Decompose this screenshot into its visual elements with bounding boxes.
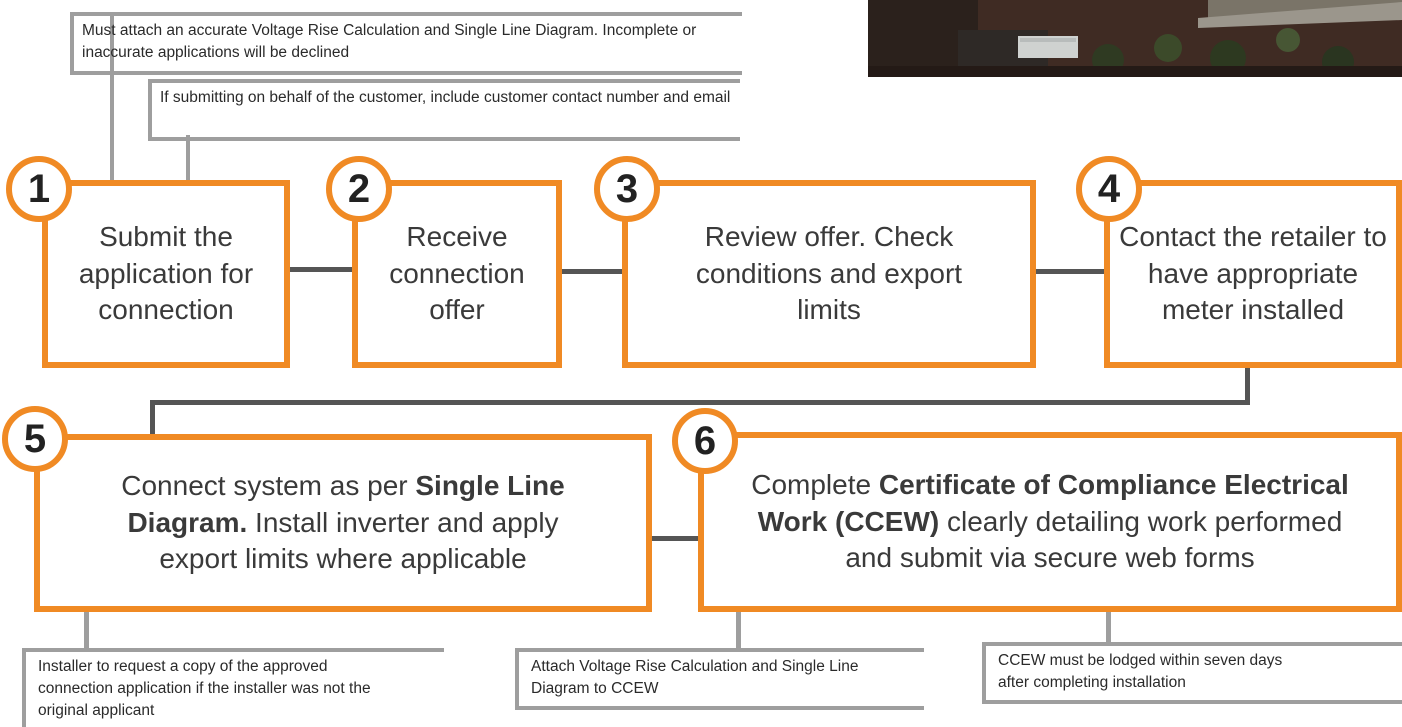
step-1-badge: 1 xyxy=(6,156,72,222)
note-customer-contact: If submitting on behalf of the customer,… xyxy=(148,79,740,141)
house-photo xyxy=(868,0,1402,77)
note2-text: If submitting on behalf of the customer,… xyxy=(160,89,731,106)
connector-to-5 xyxy=(150,400,155,438)
step-5-text-post: Install inverter and apply export limits… xyxy=(159,506,559,575)
connector-4-down xyxy=(1245,364,1250,404)
step-6-text-pre: Complete xyxy=(751,468,879,500)
step-6-badge: 6 xyxy=(672,408,738,474)
step-4-text: Contact the retailer to have appropriate… xyxy=(1119,220,1387,326)
note3-leader xyxy=(84,612,89,652)
connector-5-6 xyxy=(650,536,702,541)
step-4-box: Contact the retailer to have appropriate… xyxy=(1104,180,1402,368)
step-4-number: 4 xyxy=(1097,166,1121,211)
note-ccew-lodge-deadline: CCEW must be lodged within seven days af… xyxy=(982,642,1402,704)
step-6-text-post: clearly detailing work performed and sub… xyxy=(845,505,1343,574)
note1-leader xyxy=(110,12,114,186)
step-5-badge: 5 xyxy=(2,406,68,472)
step-5-number: 5 xyxy=(23,416,47,461)
note2-leader xyxy=(186,135,190,186)
connector-2-3 xyxy=(560,269,626,274)
step-1-number: 1 xyxy=(27,166,51,211)
step-2-number: 2 xyxy=(347,166,371,211)
house-photo-graphic xyxy=(868,0,1402,77)
step-3-number: 3 xyxy=(615,166,639,211)
note5-text: CCEW must be lodged within seven days af… xyxy=(998,652,1283,691)
note2-top-rule xyxy=(148,79,740,83)
step-3-badge: 3 xyxy=(594,156,660,222)
step-6-text: Complete Certificate of Compliance Elect… xyxy=(740,467,1360,578)
connector-3-4 xyxy=(1034,269,1106,274)
step-5-text-bold: Single Line Diagram. xyxy=(127,469,565,538)
note3-text: Installer to request a copy of the appro… xyxy=(38,658,371,719)
step-5-text: Connect system as per Single Line Diagra… xyxy=(113,468,573,579)
step-3-text: Review offer. Check conditions and expor… xyxy=(695,220,963,326)
step-2-box: Receive connection offer xyxy=(352,180,562,368)
step-2-text: Receive connection offer xyxy=(389,220,525,326)
note-attach-to-ccew: Attach Voltage Rise Calculation and Sing… xyxy=(515,648,924,710)
step-6-number: 6 xyxy=(693,418,717,463)
connector-wrap xyxy=(150,400,1250,405)
note-voltage-rise-required: Must attach an accurate Voltage Rise Cal… xyxy=(70,12,742,75)
step-3-box: Review offer. Check conditions and expor… xyxy=(622,180,1036,368)
note4-leader xyxy=(736,612,741,652)
note-request-copy: Installer to request a copy of the appro… xyxy=(22,648,444,727)
connector-1-2 xyxy=(288,267,354,272)
note1-top-rule xyxy=(70,12,742,16)
step-1-box: Submit the application for connection xyxy=(42,180,290,368)
note5-leader xyxy=(1106,612,1111,646)
step-6-box: Complete Certificate of Compliance Elect… xyxy=(698,432,1402,612)
note4-text: Attach Voltage Rise Calculation and Sing… xyxy=(531,658,859,697)
step-4-badge: 4 xyxy=(1076,156,1142,222)
note1-text: Must attach an accurate Voltage Rise Cal… xyxy=(82,22,697,61)
step-6-text-bold: Certificate of Compliance Electrical Wor… xyxy=(757,468,1349,537)
step-5-box: Connect system as per Single Line Diagra… xyxy=(34,434,652,612)
step-2-badge: 2 xyxy=(326,156,392,222)
step-1-text: Submit the application for connection xyxy=(78,220,254,326)
step-5-text-pre: Connect system as per xyxy=(121,469,416,501)
